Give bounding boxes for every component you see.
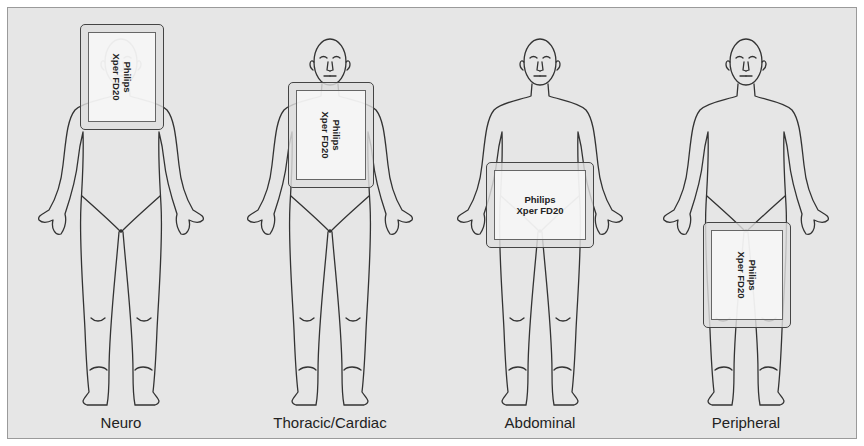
detector-panel: Philips Xper FD20 — [80, 24, 164, 130]
body-figure — [664, 39, 829, 405]
detector-panel: Philips Xper FD20 — [703, 222, 791, 328]
detector-label: Philips Xper FD20 — [513, 194, 567, 216]
body-figure — [39, 39, 204, 405]
detector-label: Philips Xper FD20 — [111, 50, 133, 104]
detector-label: Philips Xper FD20 — [736, 248, 758, 302]
region-label: Neuro — [101, 414, 142, 431]
body-figure — [458, 39, 623, 405]
detector-panel: Philips Xper FD20 — [288, 82, 374, 188]
detector-panel: Philips Xper FD20 — [486, 162, 594, 248]
region-label: Abdominal — [505, 414, 576, 431]
body-figure — [248, 39, 413, 405]
region-label: Thoracic/Cardiac — [273, 414, 386, 431]
detector-label: Philips Xper FD20 — [320, 108, 342, 162]
region-label: Peripheral — [712, 414, 780, 431]
